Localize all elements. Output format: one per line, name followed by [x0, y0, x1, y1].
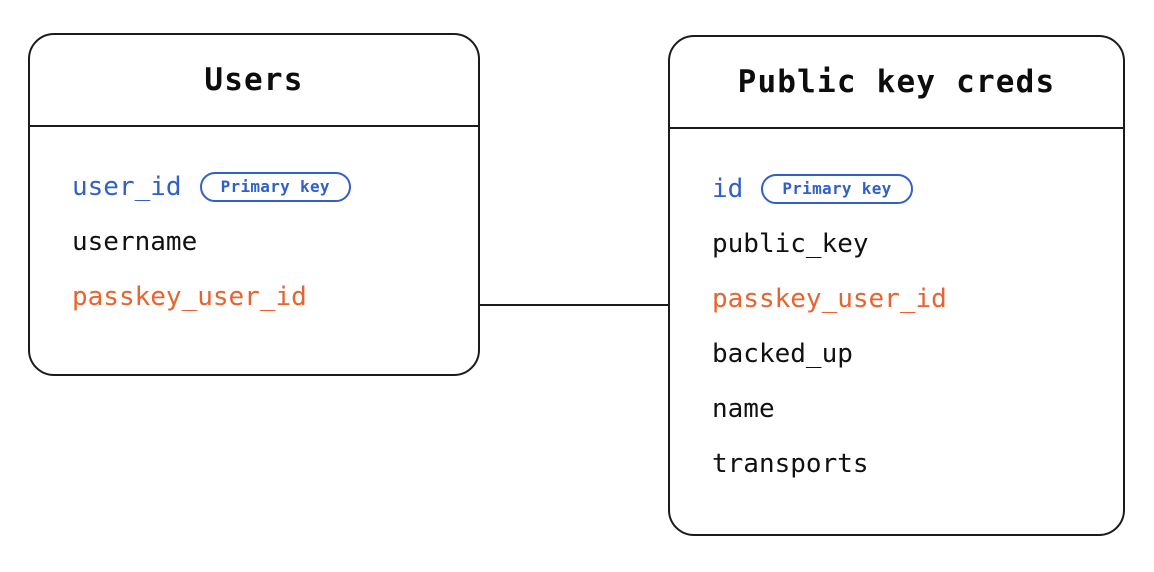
entity-header-public-key-creds: Public key creds	[670, 37, 1123, 129]
entity-fields-public-key-creds: id Primary key public_key passkey_user_i…	[670, 129, 1123, 534]
field-label-name: name	[712, 393, 775, 424]
entity-title-public-key-creds: Public key creds	[737, 63, 1056, 100]
field-row-id[interactable]: id Primary key	[712, 161, 1123, 216]
field-label-id: id	[712, 173, 744, 204]
entity-table-public-key-creds[interactable]: Public key creds id Primary key public_k…	[668, 35, 1125, 536]
field-row-user-id[interactable]: user_id Primary key	[72, 159, 478, 214]
field-row-username[interactable]: username	[72, 214, 478, 269]
primary-key-badge-label: Primary key	[220, 176, 330, 196]
field-row-backed-up[interactable]: backed_up	[712, 326, 1123, 381]
primary-key-badge: Primary key	[199, 171, 351, 202]
field-label-backed-up: backed_up	[712, 338, 853, 369]
field-label-passkey-user-id: passkey_user_id	[72, 281, 307, 312]
field-label-passkey-user-id: passkey_user_id	[712, 283, 947, 314]
primary-key-badge-label: Primary key	[782, 178, 892, 198]
field-label-user-id: user_id	[72, 171, 182, 202]
entity-fields-users: user_id Primary key username passkey_use…	[30, 127, 478, 374]
field-label-public-key: public_key	[712, 228, 869, 259]
field-row-name[interactable]: name	[712, 381, 1123, 436]
entity-header-users: Users	[30, 35, 478, 127]
primary-key-badge: Primary key	[761, 173, 913, 204]
field-label-username: username	[72, 226, 198, 257]
field-label-transports: transports	[712, 448, 869, 479]
field-row-passkey-user-id[interactable]: passkey_user_id	[712, 271, 1123, 326]
field-row-public-key[interactable]: public_key	[712, 216, 1123, 271]
relationship-connector-line	[479, 304, 669, 306]
field-row-transports[interactable]: transports	[712, 436, 1123, 491]
entity-table-users[interactable]: Users user_id Primary key username passk…	[28, 33, 480, 376]
entity-title-users: Users	[204, 61, 304, 98]
field-row-passkey-user-id[interactable]: passkey_user_id	[72, 269, 478, 324]
